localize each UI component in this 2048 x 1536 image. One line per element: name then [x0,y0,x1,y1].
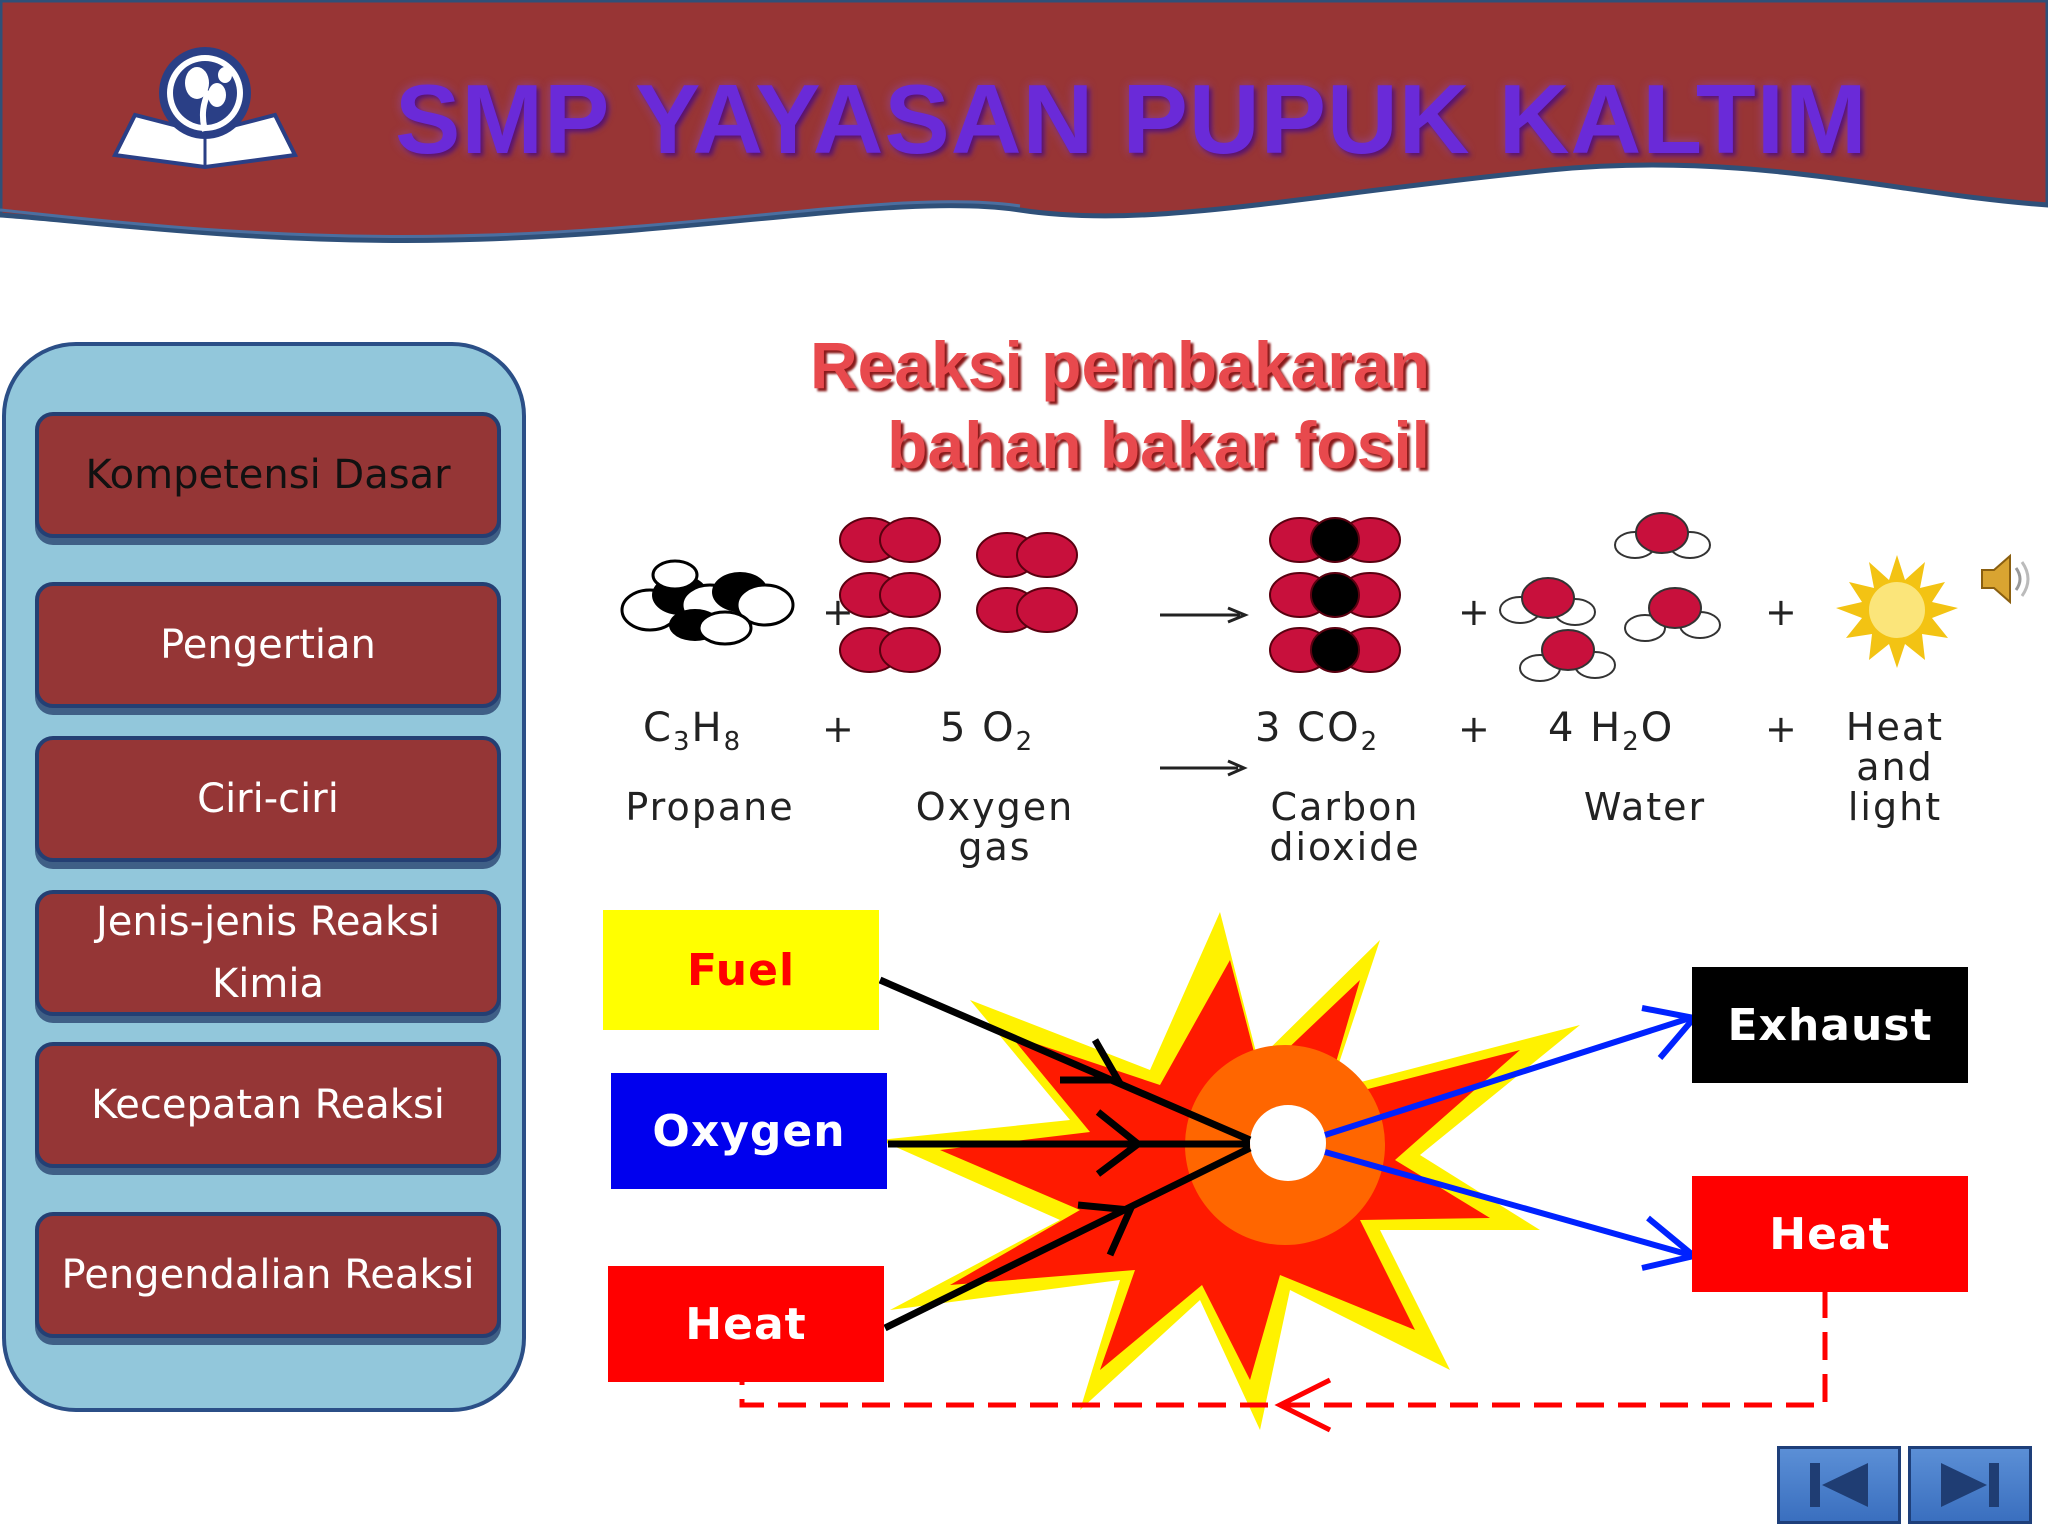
plus-sign: + [822,707,854,751]
slide-title: Reaksi pembakaran bahan bakar fosil [760,325,1430,485]
heat-output-box: Heat [1692,1176,1968,1292]
plus-sign: + [1765,707,1797,751]
water-label: Water [1583,785,1707,829]
menu-label: Kecepatan Reaksi [91,1082,445,1128]
sun-heat-light-icon [1836,555,1958,668]
carbon-dioxide-formula: 3 CO2 [1255,705,1380,757]
menu-label: Ciri-ciri [197,776,339,822]
heat-input-box: Heat [608,1266,884,1382]
menu-button-kecepatan-reaksi[interactable]: Kecepatan Reaksi [35,1042,501,1168]
menu-label: Jenis-jenis Reaksi Kimia [95,899,441,1007]
skip-back-icon [1810,1463,1868,1507]
menu-label: Pengendalian Reaksi [61,1252,475,1298]
exhaust-box: Exhaust [1692,967,1968,1083]
propane-formula: C3H8 [643,705,743,757]
oxygen-molecules-icon [839,517,1078,673]
skip-forward-icon [1941,1463,1999,1507]
plus-sign: + [1458,707,1490,751]
heat-and-light-label: Heat and light [1845,705,1945,829]
reaction-arrow [1160,759,1248,777]
propane-molecule-icon [620,559,795,646]
plus-sign: + [1765,590,1797,634]
water-formula: 4 H2O [1548,705,1675,757]
next-slide-button[interactable] [1908,1446,2032,1524]
ignition-point-icon [1250,1105,1326,1181]
slide-title-line1: Reaksi pembakaran [809,328,1430,402]
oxygen-box: Oxygen [611,1073,887,1189]
menu-label: Pengertian [160,622,376,668]
menu-button-kompetensi-dasar[interactable]: Kompetensi Dasar [35,412,501,538]
combustion-diagram [739,912,1828,1433]
school-logo-icon [111,47,299,170]
school-name-title: SMP YAYASAN PUPUK KALTIM [395,64,1868,174]
speaker-icon[interactable] [1978,548,2040,610]
plus-sign: + [1458,590,1490,634]
water-molecules-icon [1499,512,1721,682]
oxygen-formula: 5 O2 [940,705,1035,757]
menu-label: Kompetensi Dasar [85,452,451,498]
carbon-dioxide-molecules-icon [1269,517,1401,673]
sidebar-menu: Kompetensi Dasar Pengertian Ciri-ciri Je… [2,342,526,1412]
previous-slide-button[interactable] [1777,1446,1901,1524]
header-banner [0,0,2048,243]
menu-button-jenis-jenis-reaksi-kimia[interactable]: Jenis-jenis Reaksi Kimia [35,890,501,1016]
menu-button-pengertian[interactable]: Pengertian [35,582,501,708]
fuel-box: Fuel [603,910,879,1030]
menu-button-ciri-ciri[interactable]: Ciri-ciri [35,736,501,862]
slide-title-line2: bahan bakar fosil [887,408,1430,482]
menu-button-pengendalian-reaksi[interactable]: Pengendalian Reaksi [35,1212,501,1338]
propane-label: Propane [625,785,795,829]
reaction-molecules-illustration: + + + [620,512,1958,682]
